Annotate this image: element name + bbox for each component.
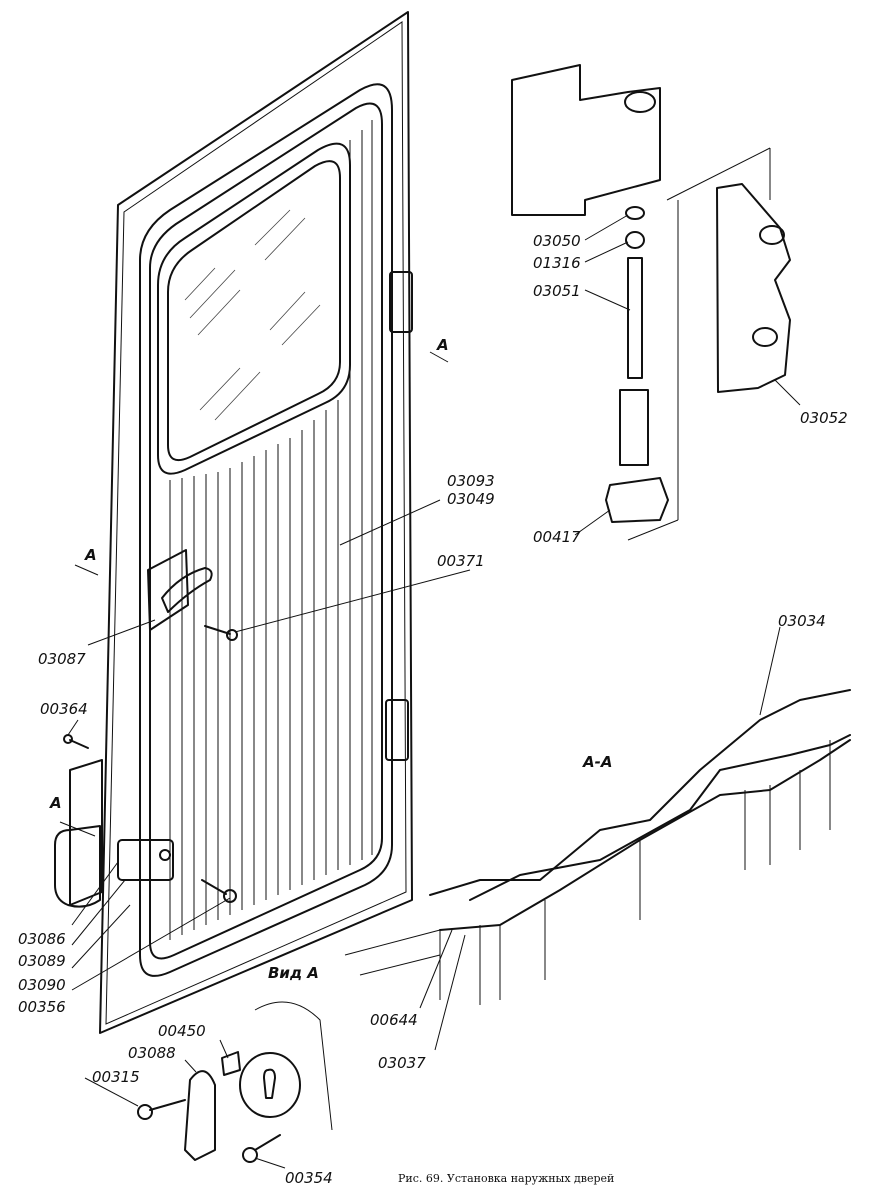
screw-00315 (137, 1099, 186, 1120)
label-03051: 03051 (533, 282, 581, 300)
hinge-leaf-upper (511, 64, 661, 216)
window-glass-hatching (184, 209, 321, 421)
label-00450: 00450 (158, 1022, 206, 1040)
screw-00371 (204, 625, 238, 641)
ball-01316 (625, 231, 645, 249)
handle-plate (147, 549, 189, 631)
label-03087: 03087 (38, 650, 86, 668)
label-03090: 03090 (18, 976, 66, 994)
label-03049: 03049 (447, 490, 495, 508)
label-03086: 03086 (18, 930, 66, 948)
label-00354: 00354 (285, 1169, 333, 1187)
label-03093: 03093 (447, 472, 495, 490)
keeper-03088 (184, 1070, 216, 1161)
view-a-title: Вид А (268, 964, 319, 982)
latch-keeper-detail (54, 734, 103, 908)
hinge-lower (385, 699, 409, 761)
figure-caption: Рис. 69. Установка наружных дверей (398, 1172, 614, 1185)
section-a-a-view (344, 689, 851, 1005)
leader-lines (59, 214, 801, 1169)
lock-block (117, 839, 174, 881)
nut-00450 (221, 1051, 241, 1076)
view-a-detail (137, 1001, 333, 1163)
section-mark-top-right: A (436, 336, 449, 354)
label-00356: 00356 (18, 998, 66, 1016)
label-00371: 00371 (437, 552, 485, 570)
label-03037: 03037 (378, 1054, 426, 1072)
screw-00354 (242, 1134, 281, 1163)
label-01316: 01316 (533, 254, 581, 272)
label-03089: 03089 (18, 952, 66, 970)
label-00364: 00364 (40, 700, 88, 718)
hinge-exploded-view (511, 64, 791, 541)
section-mark-left: A (84, 546, 97, 564)
pin-thread (619, 389, 649, 466)
nut-00417 (605, 477, 669, 523)
label-00315: 00315 (92, 1068, 140, 1086)
label-03088: 03088 (128, 1044, 176, 1062)
screw-00364 (69, 739, 89, 749)
pin-03051 (627, 257, 643, 379)
label-00417: 00417 (533, 528, 581, 546)
escutcheon-plate (239, 1052, 301, 1118)
section-mark-detail: A (49, 794, 62, 812)
section-profile-verticals (439, 740, 831, 1005)
label-03052: 03052 (800, 409, 848, 427)
hinge-upper (389, 271, 413, 333)
screw-00356 (201, 879, 237, 903)
door-ribs (169, 120, 373, 940)
handle (161, 567, 213, 613)
label-03034: 03034 (778, 612, 826, 630)
label-00644: 00644 (370, 1011, 418, 1029)
section-title-a-a: A-A (582, 753, 612, 771)
hinge-leaf-03052 (716, 183, 791, 393)
label-03050: 03050 (533, 232, 581, 250)
bushing-03050 (625, 206, 645, 220)
door-panel (99, 11, 413, 1034)
